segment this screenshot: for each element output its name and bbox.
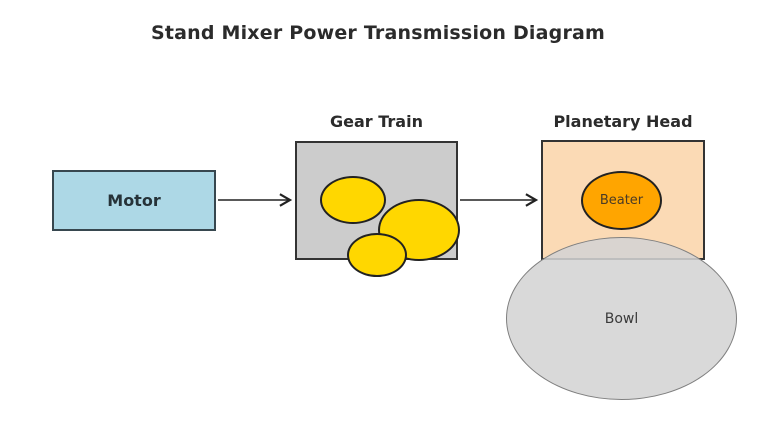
beater-node: Beater [581,171,662,230]
motor-label: Motor [107,191,161,210]
bowl-label: Bowl [604,310,639,327]
planetary-head-label: Planetary Head [553,112,693,131]
gear-ellipse-3 [347,233,407,277]
bowl-node: Bowl [506,237,737,400]
beater-label: Beater [599,193,644,208]
motor-node: Motor [52,170,216,231]
gear-train-label: Gear Train [330,112,423,131]
gear-ellipse-1 [320,176,386,224]
diagram-title: Stand Mixer Power Transmission Diagram [150,22,606,44]
gear-ellipse-2 [378,199,460,261]
